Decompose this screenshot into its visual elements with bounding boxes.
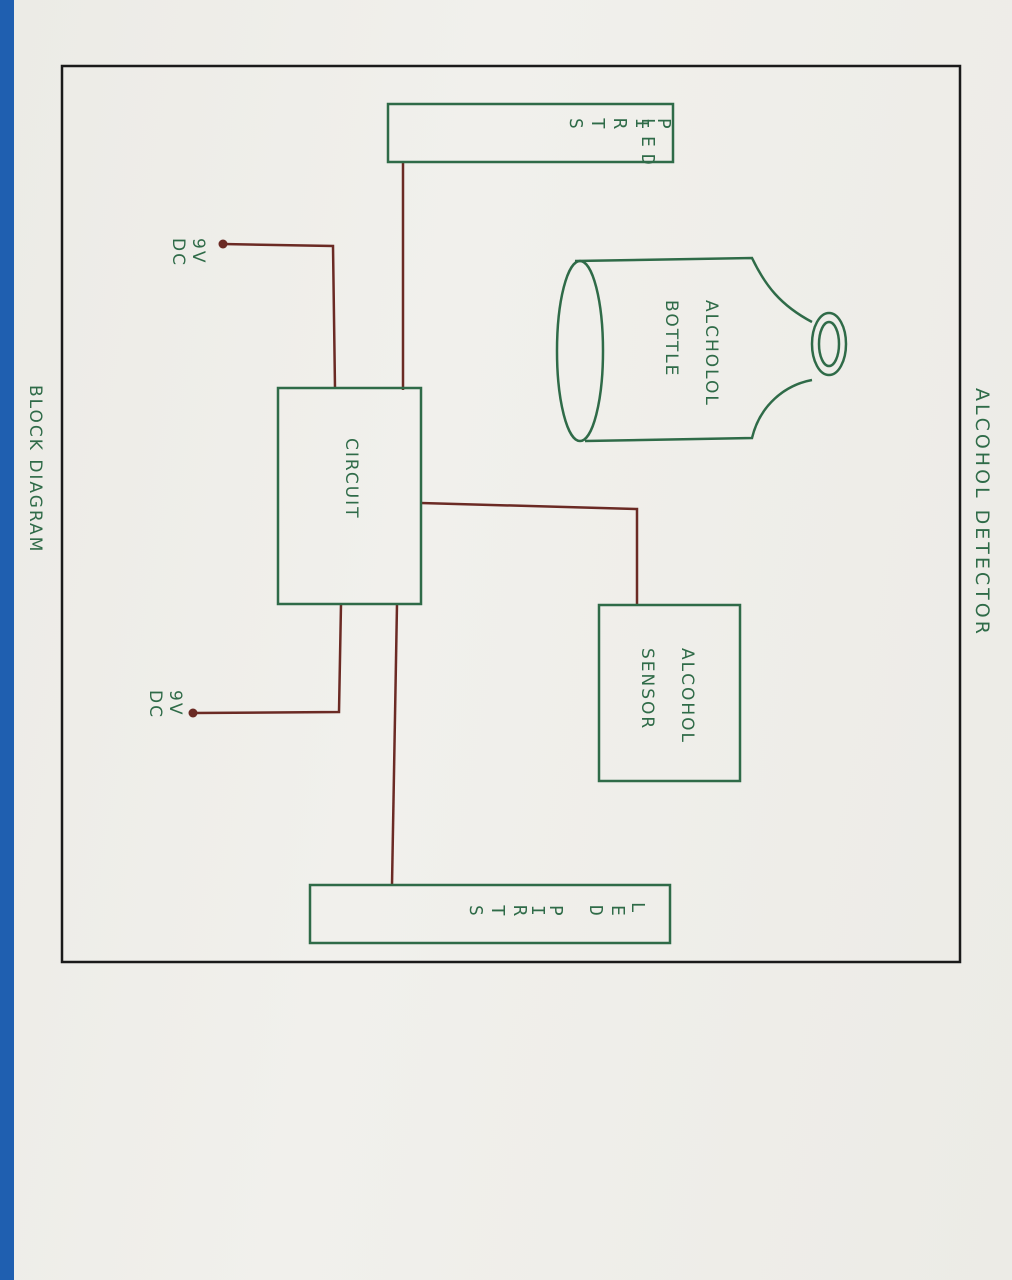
alcohol-bottle-label: ALCHOLOL BOTTLE bbox=[661, 300, 721, 407]
circuit-block bbox=[276, 386, 423, 606]
wire-bottom-power bbox=[192, 603, 343, 715]
led-strip-bottom-letter-6: R bbox=[509, 905, 530, 916]
alcohol-sensor-block bbox=[597, 603, 742, 783]
led-strip-top-letter-2: E bbox=[637, 136, 658, 147]
alcohol-sensor-label-line1: ALCOHOL bbox=[677, 648, 697, 744]
power-terminal-top bbox=[218, 239, 228, 249]
alcohol-sensor-label: ALCOHOL SENSOR bbox=[637, 648, 697, 744]
led-strip-top-letter-8: P bbox=[653, 118, 674, 129]
led-strip-top-letter-3: D bbox=[637, 154, 658, 165]
led-strip-top-letter-5: T bbox=[587, 118, 608, 129]
led-strip-top-letter-1: L bbox=[637, 118, 658, 129]
alcohol-bottle-label-line1: ALCHOLOL bbox=[701, 300, 721, 407]
bottle-body-outline bbox=[574, 256, 813, 443]
led-strip-bottom-letter-5: T bbox=[487, 905, 508, 916]
alcohol-sensor-label-line2: SENSOR bbox=[637, 648, 657, 730]
led-strip-top-block bbox=[386, 102, 675, 164]
wire-bottom-led bbox=[390, 603, 399, 886]
led-strip-top-letter-4: S bbox=[565, 118, 586, 129]
led-strip-top-letter-7: I bbox=[631, 118, 652, 129]
led-strip-bottom-letter-2: E bbox=[607, 905, 628, 916]
alcohol-bottle-label-line2: BOTTLE bbox=[661, 300, 681, 377]
bottle-neck-inner bbox=[817, 320, 841, 368]
led-strip-bottom-letter-4: S bbox=[465, 905, 486, 916]
bottle-base-ellipse bbox=[555, 259, 605, 443]
led-strip-top-letter-6: R bbox=[609, 118, 630, 129]
power-terminal-bottom bbox=[188, 708, 198, 718]
page-subtitle: BLOCK DIAGRAM bbox=[25, 385, 45, 553]
power-label-bottom-line2: DC bbox=[145, 690, 165, 719]
led-strip-bottom-block bbox=[308, 883, 672, 945]
bottle-neck-outer bbox=[810, 311, 848, 377]
paper-sheet bbox=[14, 0, 1012, 1280]
led-strip-bottom-letter-3: D bbox=[585, 905, 606, 916]
page-title: ALCOHOL DETECTOR bbox=[971, 388, 993, 637]
led-strip-bottom-letter-7: I bbox=[527, 905, 548, 916]
power-label-bottom: 9V DC bbox=[145, 690, 185, 719]
outer-frame bbox=[60, 64, 962, 964]
power-label-top-line2: DC bbox=[168, 238, 188, 267]
wires bbox=[192, 162, 639, 886]
led-strip-bottom-letter-1: L bbox=[627, 902, 648, 913]
led-strip-bottom-letter-8: P bbox=[545, 905, 566, 916]
power-label-top-line1: 9V bbox=[188, 238, 208, 264]
power-label-top: 9V DC bbox=[168, 238, 208, 267]
power-label-bottom-line1: 9V bbox=[165, 690, 185, 716]
led-strip-top-label: L E D S T R I P bbox=[565, 118, 674, 165]
alcohol-bottle bbox=[555, 256, 848, 443]
circuit-label: CIRCUIT bbox=[341, 438, 361, 520]
wire-top-power bbox=[222, 242, 337, 389]
wire-sensor bbox=[420, 501, 639, 605]
led-strip-bottom-label: L E D S T R I P bbox=[465, 902, 648, 916]
